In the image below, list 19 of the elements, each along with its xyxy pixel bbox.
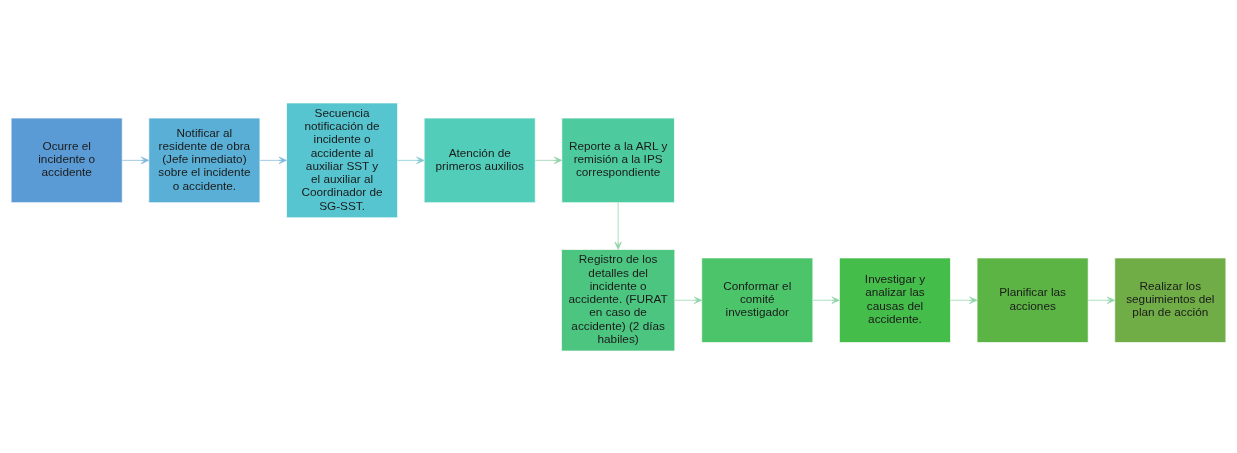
node-box: Secuencia notificación de incidente o accidente al auxiliar SST y el auxiliar al Coordinador de SG-SST. [286, 102, 398, 218]
node-box: Atención de primeros auxilios [423, 117, 536, 203]
arrow [535, 156, 562, 164]
arrow [812, 296, 840, 304]
node-box: Ocurre el incidente o accidente [10, 117, 123, 203]
arrow [1087, 296, 1115, 304]
arrow [121, 156, 149, 164]
node-box: Realizar los seguimientos del plan de acción [1114, 257, 1227, 343]
node-box: Notificar al residente de obra (Jefe inmediato) sobre el incidente o accidente. [148, 117, 261, 203]
arrow [674, 296, 702, 304]
arrow [259, 156, 287, 164]
node-box: Planificar las acciones [976, 257, 1089, 343]
arrow [614, 201, 622, 250]
node-box: Reporte a la ARL y remisión a la IPS correspondiente [561, 117, 675, 203]
arrow [950, 296, 978, 304]
node-box: Conformar el comité investigador [701, 257, 814, 343]
node-box: Registro de los detalles del incidente o accidente. (FURAT en caso de accidente) (2 días habiles) [561, 248, 676, 351]
arrow [397, 156, 425, 164]
node-box: Investigar y analizar las causas del accidente. [839, 257, 951, 343]
